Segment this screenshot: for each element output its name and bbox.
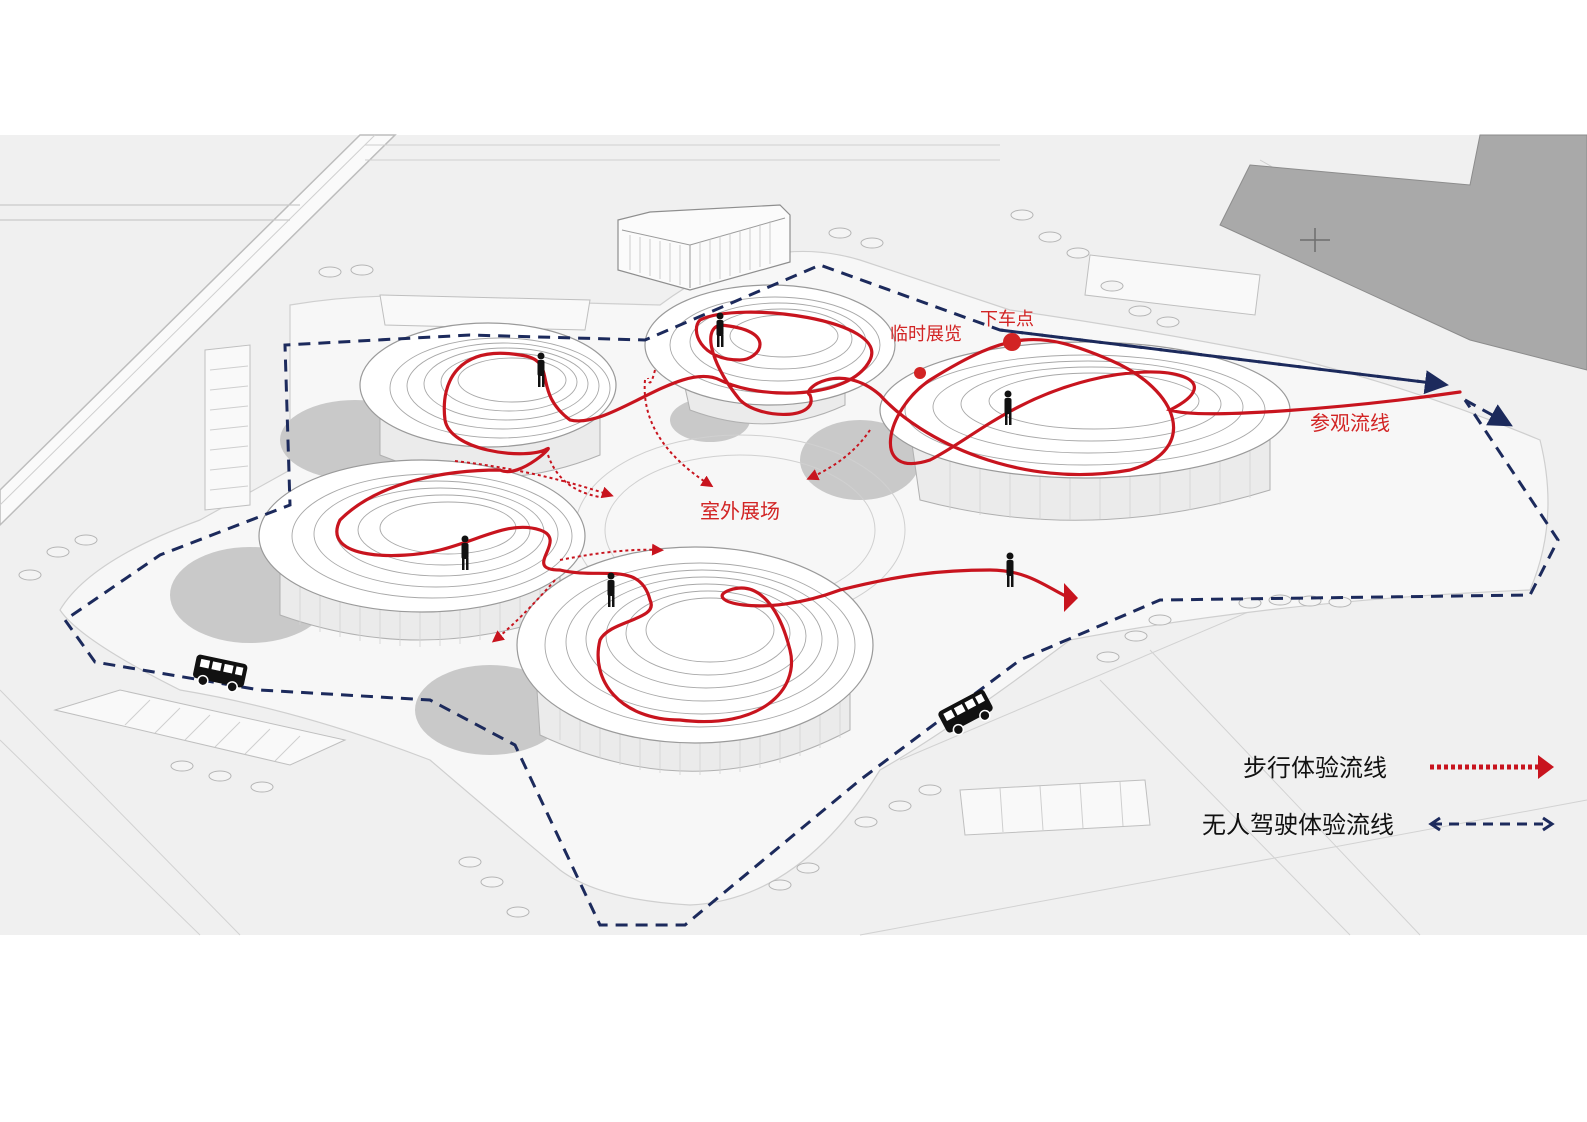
legend-driverless-arrow-left	[1428, 816, 1441, 832]
drop-off-point-label: 下车点	[980, 309, 1034, 330]
temporary-exhibition-marker	[914, 367, 926, 379]
legend-walking-arrowhead	[1538, 755, 1554, 779]
outdoor-exhibition-label: 室外展场	[700, 499, 780, 523]
small-building	[617, 204, 791, 291]
drop-off-point-marker	[1003, 333, 1021, 351]
legend-walking-label: 步行体验流线	[1243, 754, 1387, 782]
building-shadows	[170, 398, 920, 755]
legend-driverless-label: 无人驾驶体验流线	[1202, 811, 1394, 839]
visit-route-label: 参观流线	[1310, 411, 1390, 435]
people-silhouettes	[461, 312, 1014, 607]
bus-icon	[193, 654, 248, 693]
pavilions	[258, 284, 1291, 775]
temporary-exhibition-label: 临时展览	[890, 324, 962, 345]
legend-driverless-arrow-right	[1542, 816, 1555, 832]
driverless-route	[62, 263, 1560, 927]
walking-dotted-routes	[454, 369, 871, 643]
walking-route-arrowhead	[1064, 583, 1078, 612]
dark-building	[1219, 134, 1587, 371]
legend: 步行体验流线 无人驾驶体验流线	[1202, 754, 1555, 839]
bus-icon	[938, 689, 993, 736]
